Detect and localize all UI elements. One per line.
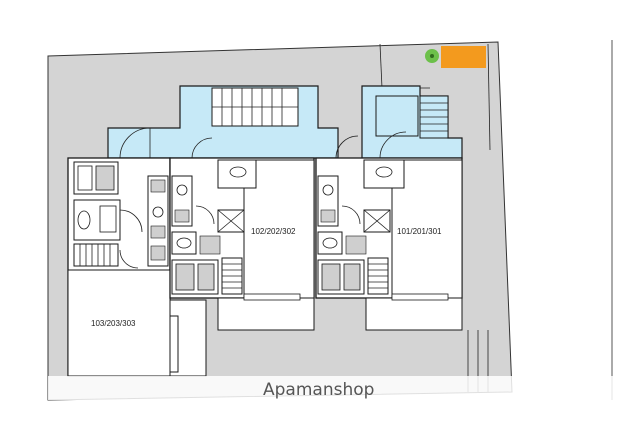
parking-marker [441,46,486,68]
watermark-text: Apamanshop [263,380,374,400]
unit-label-center: 102/202/302 [251,227,296,236]
tree-icon [425,49,439,63]
unit-center: 102/202/302 [169,157,315,331]
staircase [211,87,299,127]
unit-left: 103/203/303 [67,157,207,377]
unit-label-left: 103/203/303 [91,319,136,328]
unit-right: 101/201/301 [315,157,463,331]
unit-label-right: 101/201/301 [397,227,442,236]
outdoor-steps [419,95,449,139]
corridor-doors [119,127,407,159]
watermark-band [48,376,620,400]
